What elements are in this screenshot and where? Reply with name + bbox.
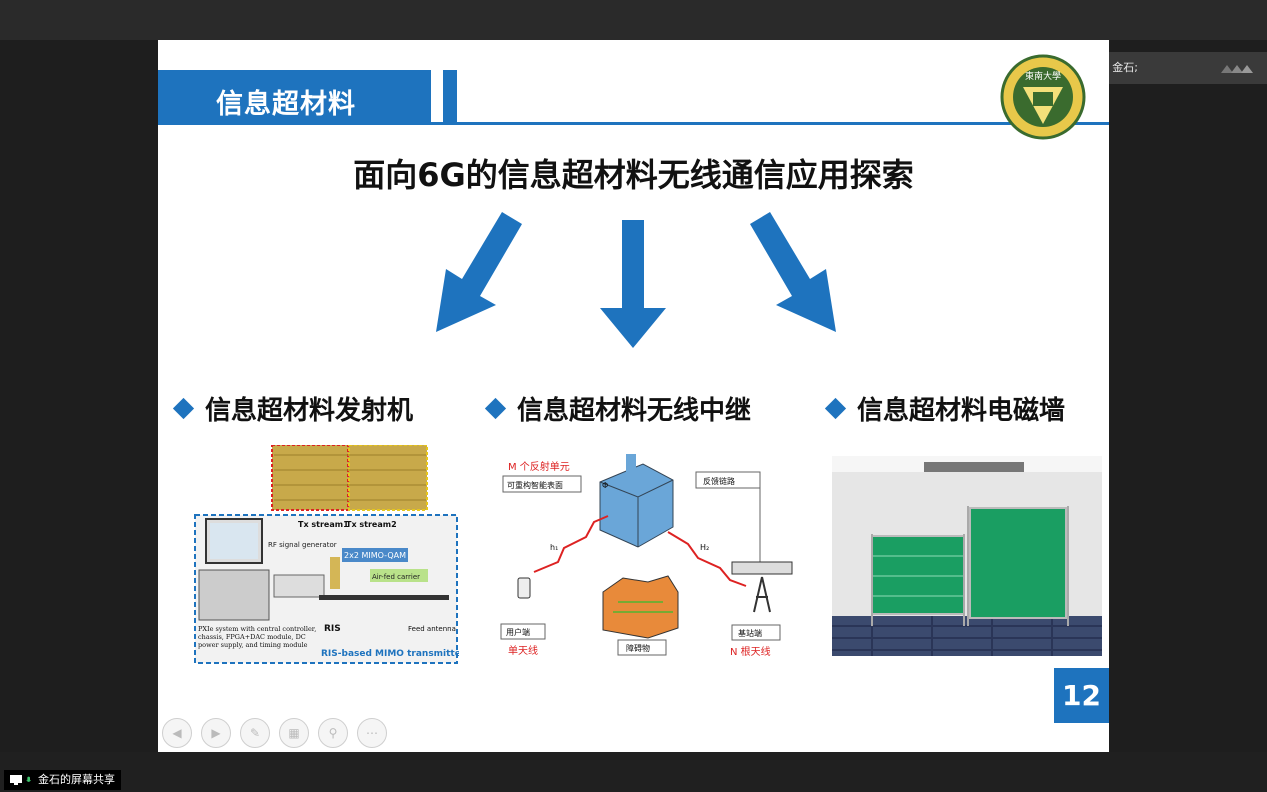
feed-label: Feed antenna	[408, 625, 456, 633]
h2-label: H₂	[700, 543, 709, 552]
item-transmitter: 信息超材料发射机	[172, 390, 414, 427]
header-band	[158, 70, 431, 124]
figure1-caption: RIS-based MIMO transmitter	[321, 649, 459, 659]
header-accent-bar	[443, 70, 457, 124]
arrow-left-down-icon	[436, 212, 522, 332]
arrow-right-down-icon	[750, 212, 836, 332]
meeting-bottom-bar	[0, 752, 1267, 792]
n-antennas-label: N 根天线	[730, 645, 771, 658]
single-antenna-label: 单天线	[508, 644, 538, 657]
tx2-label: Tx stream2	[346, 520, 397, 529]
ris-label: RIS	[324, 624, 341, 634]
item-label: 信息超材料电磁墙	[857, 396, 1066, 426]
university-logo: 東南大學	[1000, 54, 1086, 140]
microphone-icon	[26, 776, 31, 782]
mimo-label: 2x2 MIMO-QAM	[344, 551, 406, 560]
h1-label: h₁	[550, 543, 558, 552]
signal-icon	[1221, 65, 1253, 73]
pen-icon[interactable]: ✎	[240, 718, 270, 748]
figure-em-wall-photo	[832, 456, 1102, 656]
screen-share-indicator[interactable]: 金石的屏幕共享	[4, 770, 121, 790]
prev-slide-button[interactable]: ◀	[162, 718, 192, 748]
carrier-label: Air-fed carrier	[372, 573, 420, 581]
m-elements-label: M 个反射单元	[508, 461, 570, 473]
tx1-label: Tx stream1	[298, 520, 349, 529]
page-number-badge: 12	[1054, 668, 1109, 723]
pxie-label: PXIe system with central controller, cha…	[198, 625, 317, 649]
zoom-icon[interactable]: ⚲	[318, 718, 348, 748]
arrow-down-icon	[600, 220, 666, 348]
screen-icon	[10, 775, 22, 785]
user-label: 用户端	[506, 627, 530, 637]
item-relay: 信息超材料无线中继	[484, 390, 752, 427]
obstacle-label: 障碍物	[626, 643, 650, 653]
slide-toolbar: ◀ ▶ ✎ ▦ ⚲ ⋯	[162, 718, 387, 748]
next-slide-button[interactable]: ▶	[201, 718, 231, 748]
rf-label: RF signal generator	[268, 541, 337, 549]
feedback-label: 反馈链路	[703, 476, 735, 486]
more-options-icon[interactable]: ⋯	[357, 718, 387, 748]
item-label: 信息超材料发射机	[205, 396, 414, 426]
ris-surface-label: 可重构智能表面	[507, 480, 563, 490]
header-underline	[158, 122, 1109, 125]
screen-share-label: 金石的屏幕共享	[38, 773, 115, 786]
logo-text: 東南大學	[1025, 70, 1061, 82]
figure-transmitter: Tx stream1 Tx stream2 RF signal generato…	[194, 445, 459, 664]
slide-header-title: 信息超材料	[216, 89, 356, 120]
item-label: 信息超材料无线中继	[517, 396, 752, 426]
bullet-diamond-icon	[172, 397, 195, 420]
figure-relay-diagram: M 个反射单元 可重构智能表面 反馈链路 Φ h₁ H₂ 用户端 单天线 障碍物…	[500, 454, 793, 658]
meeting-top-bar	[0, 0, 1267, 40]
bullet-diamond-icon	[824, 397, 847, 420]
phi-label: Φ	[602, 481, 608, 490]
item-em-wall: 信息超材料电磁墙	[824, 390, 1066, 427]
slide-main-title: 面向6G的信息超材料无线通信应用探索	[353, 156, 914, 194]
base-station-label: 基站端	[738, 628, 762, 638]
presentation-slide: 信息超材料 東南大學 面向6G的信息超材料无线通信应用探索 信息超材料发射机 信…	[158, 40, 1109, 752]
slides-overview-icon[interactable]: ▦	[279, 718, 309, 748]
bullet-diamond-icon	[484, 397, 507, 420]
